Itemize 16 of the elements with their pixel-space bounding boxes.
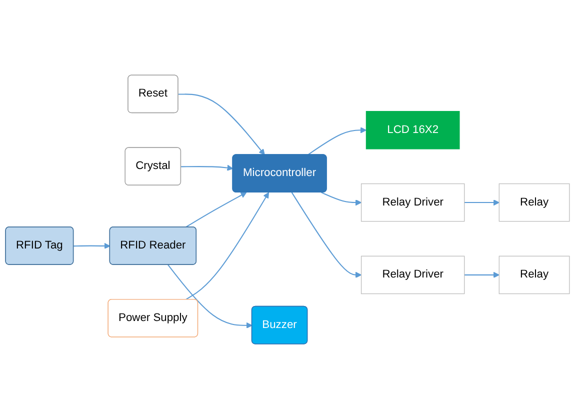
arrow (178, 94, 265, 156)
arrow (321, 192, 362, 206)
arrow (168, 264, 252, 328)
node-box: Relay (498, 183, 570, 222)
arrow (185, 192, 269, 300)
arrow (74, 242, 110, 250)
node-box: Relay (498, 256, 570, 294)
arrow (308, 127, 367, 156)
arrow (291, 192, 362, 278)
node-box: Relay Driver (360, 183, 465, 222)
node-box: Relay Driver (360, 256, 465, 294)
arrow (464, 199, 500, 206)
arrow (181, 164, 234, 171)
arrow (185, 192, 247, 228)
node-box: LCD 16X2 (366, 110, 460, 150)
arrow (464, 272, 500, 278)
